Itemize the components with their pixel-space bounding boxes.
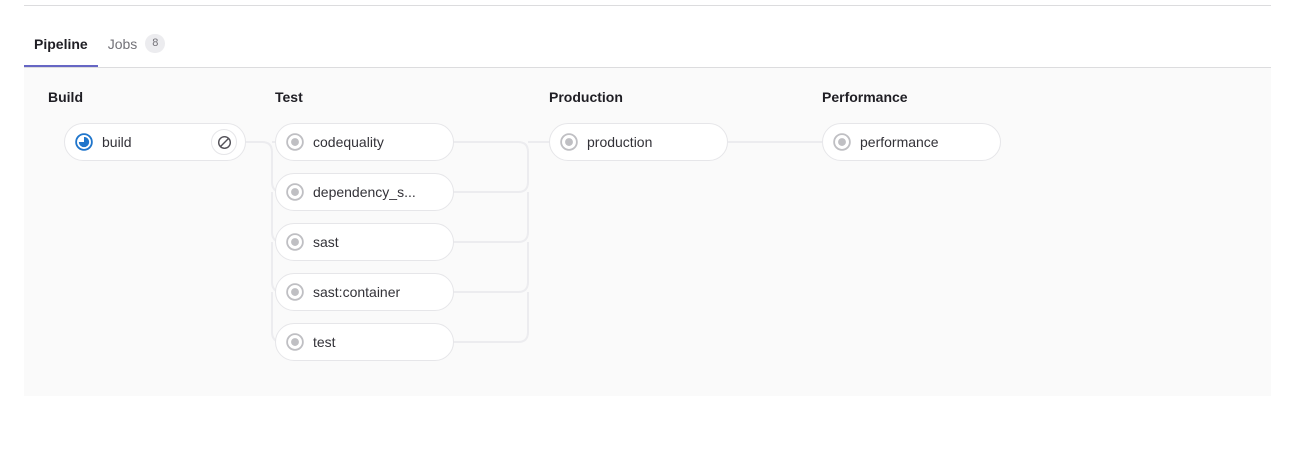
pipeline-connector-lines	[222, 141, 822, 343]
job-sast-label: sast	[313, 234, 339, 250]
pipeline-graph: Build build Test	[24, 68, 1271, 396]
top-divider	[24, 5, 1271, 6]
cancel-glyph	[217, 135, 231, 149]
stage-build-title: Build	[48, 89, 83, 105]
status-created-icon	[286, 183, 304, 201]
job-codequality-label: codequality	[313, 134, 384, 150]
status-created-icon	[286, 133, 304, 151]
job-dependency-scanning-label: dependency_s...	[313, 184, 416, 200]
status-created-icon	[286, 283, 304, 301]
job-test-label: test	[313, 334, 336, 350]
job-production[interactable]: production	[549, 123, 728, 161]
job-performance[interactable]: performance	[822, 123, 1001, 161]
status-created-icon	[286, 333, 304, 351]
pipeline-graph-panel: Build build Test	[24, 68, 1271, 396]
tab-pipeline-label: Pipeline	[34, 35, 88, 52]
job-build[interactable]: build	[64, 123, 246, 161]
job-production-label: production	[587, 134, 653, 150]
job-test[interactable]: test	[275, 323, 454, 361]
job-sast-container-label: sast:container	[313, 284, 401, 300]
status-created-icon	[560, 133, 578, 151]
stage-test-title: Test	[275, 89, 303, 105]
job-performance-label: performance	[860, 134, 939, 150]
job-sast[interactable]: sast	[275, 223, 454, 261]
job-build-label: build	[102, 134, 132, 150]
status-created-icon	[286, 233, 304, 251]
status-created-icon	[833, 133, 851, 151]
tab-jobs-label: Jobs	[107, 35, 138, 52]
tab-jobs[interactable]: Jobs 8	[98, 22, 176, 67]
cancel-icon[interactable]	[211, 129, 237, 155]
status-running-icon	[75, 133, 93, 151]
tab-pipeline[interactable]: Pipeline	[24, 22, 98, 67]
job-sast-container[interactable]: sast:container	[275, 273, 454, 311]
stage-performance-title: Performance	[822, 89, 908, 105]
tab-jobs-count-badge: 8	[145, 34, 166, 53]
stage-production-title: Production	[549, 89, 623, 105]
job-dependency-scanning[interactable]: dependency_s...	[275, 173, 454, 211]
pipeline-tab-bar: Pipeline Jobs 8	[24, 22, 1271, 68]
job-codequality[interactable]: codequality	[275, 123, 454, 161]
